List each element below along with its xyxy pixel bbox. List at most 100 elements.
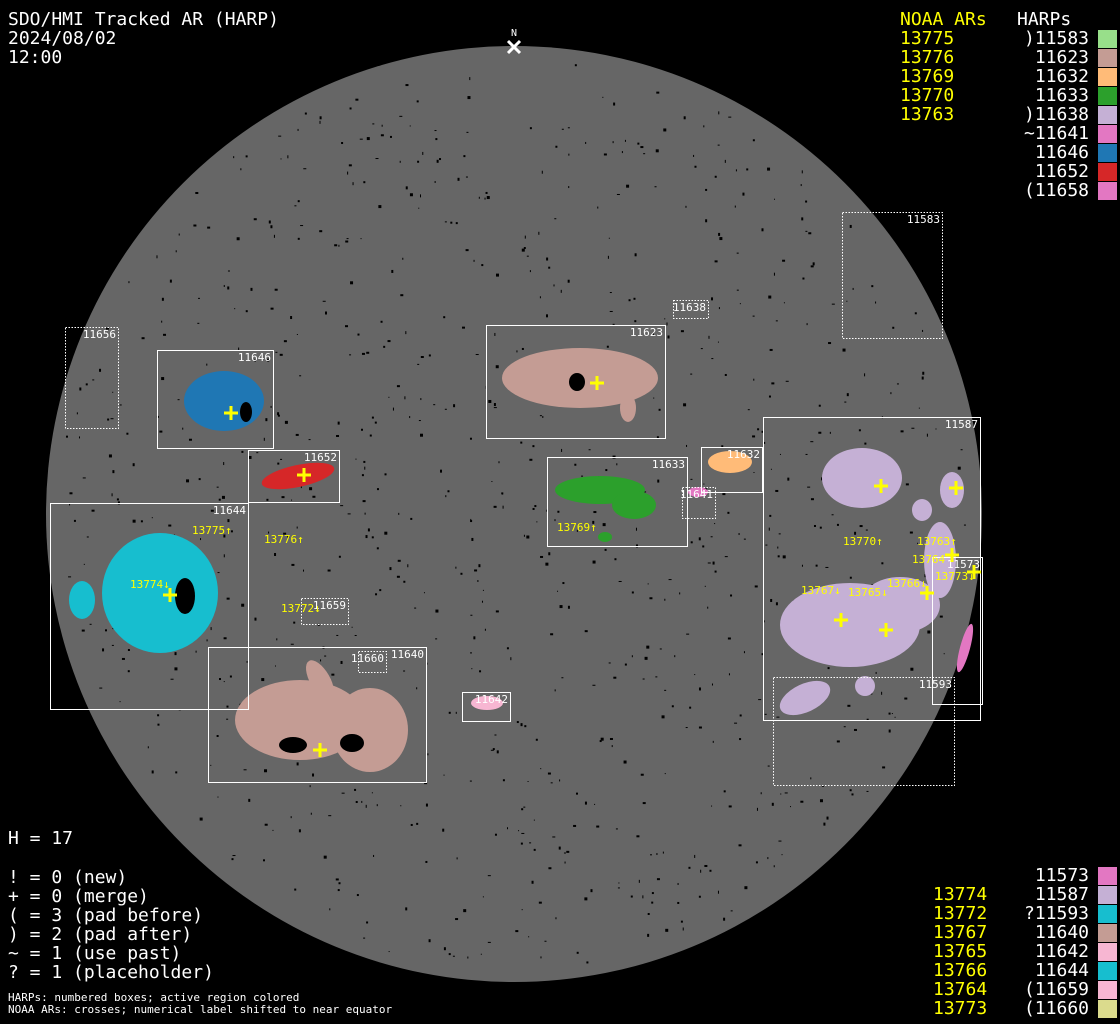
date-label: 2024/08/02 (8, 28, 117, 49)
active-region-patch (69, 581, 95, 619)
noaa-header: NOAA ARs (900, 9, 987, 30)
noaa-ar-label: 13775↑ (192, 524, 232, 537)
harp-number: 11644 (1034, 960, 1089, 981)
noaa-ar-number: 13773 (933, 998, 988, 1019)
north-marker-icon (506, 39, 522, 55)
chart-title: SDO/HMI Tracked AR (HARP) (8, 9, 279, 30)
active-region-patch (175, 578, 195, 614)
harp-count: H = 17 (8, 828, 74, 849)
harp-color-swatch (1098, 924, 1117, 942)
stat-line: ( = 3 (pad before) (8, 905, 204, 926)
noaa-ar-number: 13765 (933, 941, 988, 962)
noaa-ar-number: 13776 (900, 47, 955, 68)
harp-box: 11660 (351, 651, 387, 673)
harp-box: 11632 (701, 447, 763, 493)
noaa-cross-icon (224, 406, 238, 420)
harp-color-swatch (1098, 49, 1117, 67)
harp-color-swatch (1098, 886, 1117, 904)
harp-box: 11638 (673, 300, 709, 319)
noaa-cross-icon (313, 743, 327, 757)
active-region-patch (612, 491, 656, 519)
harp-box: 11573 (932, 557, 983, 705)
noaa-ar-label: 13769↑ (557, 521, 597, 534)
harp-box-label: 11573 (947, 558, 980, 571)
noaa-cross-icon (920, 586, 934, 600)
harp-color-swatch (1098, 1000, 1117, 1018)
noaa-ar-number: 13766 (933, 960, 988, 981)
noaa-ar-label: 13773↓ (935, 570, 975, 583)
active-region-patch (956, 623, 974, 673)
harp-color-swatch (1098, 68, 1117, 86)
noaa-crosses (163, 376, 981, 757)
active-region-patch (279, 737, 307, 753)
harp-color-swatch (1098, 163, 1117, 181)
harp-box: 11640 (208, 647, 427, 783)
active-region-patch (102, 533, 218, 653)
noaa-ar-number: 13774 (933, 884, 988, 905)
harp-number: )11583 (1023, 28, 1089, 49)
harp-box: 11593 (773, 677, 955, 786)
harp-box: 11646 (157, 350, 274, 449)
noaa-cross-icon (590, 376, 604, 390)
harp-box-label: 11640 (391, 648, 424, 661)
harp-box-label: 11659 (313, 599, 346, 612)
harp-color-swatch (1098, 30, 1117, 48)
harp-number: 11587 (1034, 884, 1089, 905)
active-region-patch (822, 448, 902, 508)
stat-line: ) = 2 (pad after) (8, 924, 193, 945)
harp-color-swatch (1098, 125, 1117, 143)
noaa-ar-label: 13772↓ (281, 602, 321, 615)
footer-line-2: NOAA ARs: crosses; numerical label shift… (8, 1003, 393, 1016)
noaa-ar-label: 13763↑ (917, 535, 957, 548)
footer-line-1: HARPs: numbered boxes; active region col… (8, 991, 300, 1004)
harp-number: 11642 (1034, 941, 1089, 962)
harp-box-label: 11660 (351, 652, 384, 665)
harp-box-label: 11638 (673, 301, 706, 314)
noaa-ar-label: 13765↓ (848, 586, 888, 599)
noaa-ar-label: 13776↑ (264, 533, 304, 546)
noaa-cross-icon (874, 479, 888, 493)
harp-number: (11658 (1023, 180, 1089, 201)
noaa-ar-label: 13766↓ (887, 577, 927, 590)
active-region-patch (912, 499, 932, 521)
stat-line: ! = 0 (new) (8, 867, 128, 888)
noaa-ar-number: 13767 (933, 922, 988, 943)
noaa-ar-number: 13775 (900, 28, 955, 49)
harp-number: 11652 (1034, 161, 1089, 182)
active-region-patch (471, 696, 503, 710)
noaa-ar-label: 13770↑ (843, 535, 883, 548)
noaa-ar-number: 13763 (900, 104, 955, 125)
active-region-patch (779, 680, 831, 716)
active-region-patch (688, 487, 708, 497)
harp-header: HARPs (1017, 9, 1072, 30)
north-label: N (511, 28, 517, 39)
active-region-patch (569, 373, 585, 391)
stat-line: + = 0 (merge) (8, 886, 149, 907)
harp-box: 11583 (842, 212, 943, 339)
harp-box: 11633 (547, 457, 688, 547)
harp-color-swatch (1098, 182, 1117, 200)
harp-box-label: 11656 (83, 328, 116, 341)
noaa-ar-label: 13774↓ (130, 578, 170, 591)
active-regions (69, 348, 974, 772)
stat-line: ? = 1 (placeholder) (8, 962, 214, 983)
harp-box: 11623 (486, 325, 666, 439)
harp-box: 11644 (50, 503, 249, 710)
time-label: 12:00 (8, 47, 63, 68)
harp-box-label: 11583 (907, 213, 940, 226)
harp-box-label: 11587 (945, 418, 978, 431)
active-region-patch (708, 451, 752, 473)
harp-box-label: 11641 (680, 488, 713, 501)
harp-box-label: 11623 (630, 326, 663, 339)
noaa-cross-icon (879, 623, 893, 637)
noaa-ar-number: 13764 (933, 979, 988, 1000)
harp-color-swatch (1098, 943, 1117, 961)
harp-color-swatch (1098, 981, 1117, 999)
active-region-patch (598, 532, 612, 542)
harp-number: 11646 (1034, 142, 1089, 163)
harp-box: 11587 (763, 417, 981, 721)
stat-line: ~ = 1 (use past) (8, 943, 182, 964)
harp-color-swatch (1098, 87, 1117, 105)
